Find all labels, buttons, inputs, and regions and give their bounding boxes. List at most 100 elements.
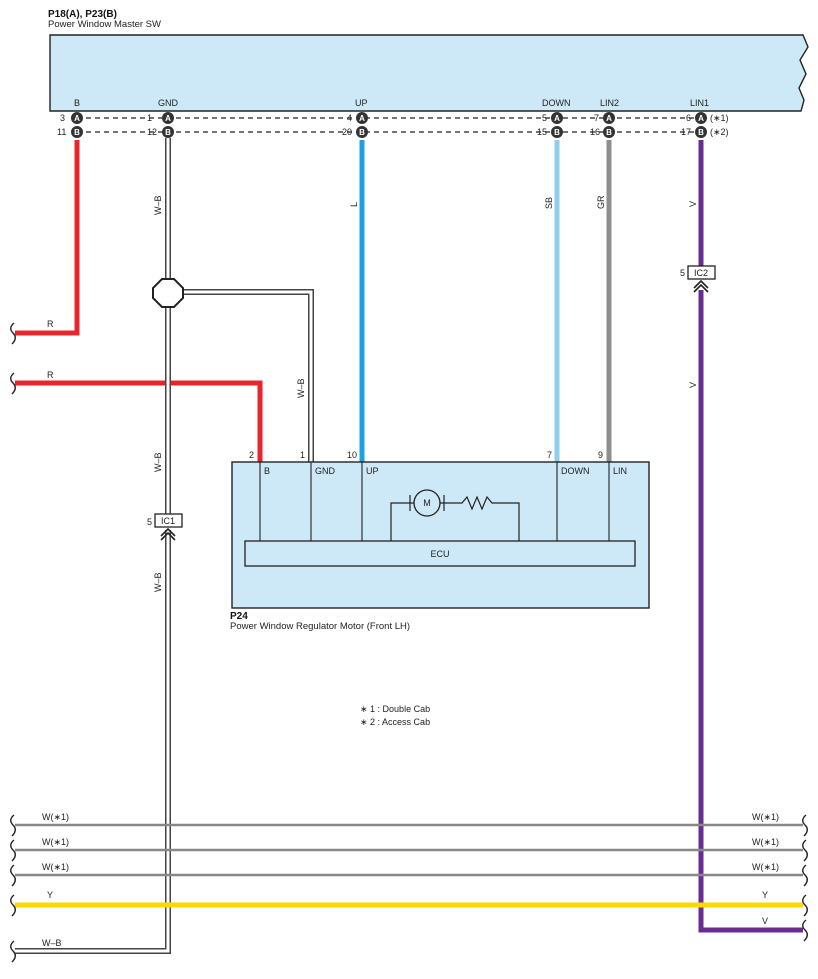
bus-breaks xyxy=(10,814,808,963)
pin-circle-gnd-a: A xyxy=(162,112,174,124)
motor-circuit xyxy=(390,495,520,541)
wire-v-lower xyxy=(698,290,803,933)
bus-w2-left: W(∗1) xyxy=(42,837,69,847)
bus-w1-right: W(∗1) xyxy=(752,812,779,822)
motor-terminal-lin: LIN xyxy=(613,466,627,476)
svg-text:B: B xyxy=(606,128,612,137)
bus-w1-left: W(∗1) xyxy=(42,812,69,822)
pin-lin1-b: 17 xyxy=(681,127,691,137)
motor-pin-up: 10 xyxy=(347,450,357,460)
terminal-label-b: B xyxy=(74,98,80,108)
bus-y-left: Y xyxy=(47,890,53,900)
master-switch-name: Power Window Master SW xyxy=(48,19,161,30)
pin-circle-down-b: B xyxy=(551,126,563,138)
master-switch-code: P18(A), P23(B) xyxy=(48,9,117,20)
pin-circle-up-a: A xyxy=(356,112,368,124)
bus-wb-left: W–B xyxy=(42,938,62,948)
pin-circle-down-a: A xyxy=(551,112,563,124)
svg-text:B: B xyxy=(554,128,560,137)
pin-circle-lin2-a: A xyxy=(603,112,615,124)
svg-text:B: B xyxy=(165,128,171,137)
bus-w3-right: W(∗1) xyxy=(752,862,779,872)
pin-b-b: 11 xyxy=(57,127,66,137)
motor-pin-lin: 9 xyxy=(598,450,603,460)
pin-down-a: 5 xyxy=(542,113,547,123)
motor-symbol: M xyxy=(423,498,431,508)
svg-text:B: B xyxy=(74,128,80,137)
ic2-name: IC2 xyxy=(694,268,708,278)
inline-connector-ic1: 5 IC1 xyxy=(147,513,183,541)
ecu-block xyxy=(244,540,636,567)
motor-terminal-down: DOWN xyxy=(561,466,590,476)
svg-text:A: A xyxy=(165,114,171,123)
ecu-label: ECU xyxy=(430,549,449,559)
pin-down-b: 15 xyxy=(537,127,547,137)
ic1-pin: 5 xyxy=(147,517,152,527)
terminal-label-up: UP xyxy=(355,98,368,108)
terminal-label-lin1: LIN1 xyxy=(690,98,709,108)
svg-text:B: B xyxy=(698,128,704,137)
pin-circle-lin1-b: B xyxy=(695,126,707,138)
pin-up-a: 4 xyxy=(347,113,352,123)
svg-text:A: A xyxy=(606,114,612,123)
bus-y-right: Y xyxy=(762,890,768,900)
bus-w2-right: W(∗1) xyxy=(752,837,779,847)
motor-box xyxy=(231,461,650,609)
wire-label-v-upper: V xyxy=(688,201,698,207)
note-access-cab: ∗ 2 : Access Cab xyxy=(360,717,430,727)
motor-name: Power Window Regulator Motor (Front LH) xyxy=(230,621,410,632)
wire-label-wb-branch: W–B xyxy=(296,378,306,398)
bus-v-right: V xyxy=(762,916,768,926)
wire-label-r-top: R xyxy=(47,319,54,329)
wire-label-wb-upper: W–B xyxy=(153,195,163,215)
terminal-label-gnd: GND xyxy=(158,98,179,108)
motor-terminal-dividers xyxy=(259,462,610,541)
break-r-mid xyxy=(10,372,16,395)
svg-text:A: A xyxy=(554,114,560,123)
pin-b-a: 3 xyxy=(60,113,65,123)
wire-label-v-lower: V xyxy=(688,382,698,388)
motor-terminal-gnd: GND xyxy=(315,466,336,476)
pin-circle-up-b: B xyxy=(356,126,368,138)
ic2-pin: 5 xyxy=(680,268,685,278)
motor-terminal-up: UP xyxy=(366,466,379,476)
ic1-name: IC1 xyxy=(161,516,175,526)
pin-lin1-b-note: (∗2) xyxy=(710,127,729,137)
svg-text:A: A xyxy=(74,114,80,123)
wire-label-sb: SB xyxy=(544,197,554,209)
inline-connector-ic2: 5 IC2 xyxy=(680,265,716,293)
note-double-cab: ∗ 1 : Double Cab xyxy=(360,704,430,714)
pin-lin1-a-note: (∗1) xyxy=(710,113,729,123)
motor-pin-b: 2 xyxy=(249,450,254,460)
wire-r-top xyxy=(15,140,80,336)
motor-terminal-b: B xyxy=(264,466,270,476)
pin-gnd-a: 1 xyxy=(147,113,152,123)
pin-circle-b-b: B xyxy=(71,126,83,138)
bus-w3-left: W(∗1) xyxy=(42,862,69,872)
master-switch-box xyxy=(49,34,809,112)
wire-r-mid xyxy=(15,380,263,462)
wire-label-wb-lower: W–B xyxy=(153,452,163,472)
pin-up-b: 20 xyxy=(342,127,352,137)
terminal-label-lin2: LIN2 xyxy=(600,98,619,108)
motor-code: P24 xyxy=(230,611,248,622)
svg-text:A: A xyxy=(698,114,704,123)
pin-circle-lin1-a: A xyxy=(695,112,707,124)
master-pins: A B A B A B A B A B A B xyxy=(71,112,707,138)
ground-splice xyxy=(152,278,184,308)
svg-text:B: B xyxy=(359,128,365,137)
pin-lin2-a: 7 xyxy=(594,113,599,123)
pin-lin2-b: 16 xyxy=(590,127,600,137)
wire-wb-branch xyxy=(180,289,314,462)
motor-pin-down: 7 xyxy=(547,450,552,460)
motor-icon xyxy=(413,489,441,517)
wire-label-l: L xyxy=(349,202,359,207)
svg-text:A: A xyxy=(359,114,365,123)
pin-gnd-b: 12 xyxy=(147,127,157,137)
wire-label-r-mid: R xyxy=(47,370,54,380)
bus-lines xyxy=(15,823,803,908)
wire-wb-trunk-lower xyxy=(15,530,171,954)
pin-circle-b-a: A xyxy=(71,112,83,124)
wire-label-wb-ic1: W–B xyxy=(153,572,163,592)
